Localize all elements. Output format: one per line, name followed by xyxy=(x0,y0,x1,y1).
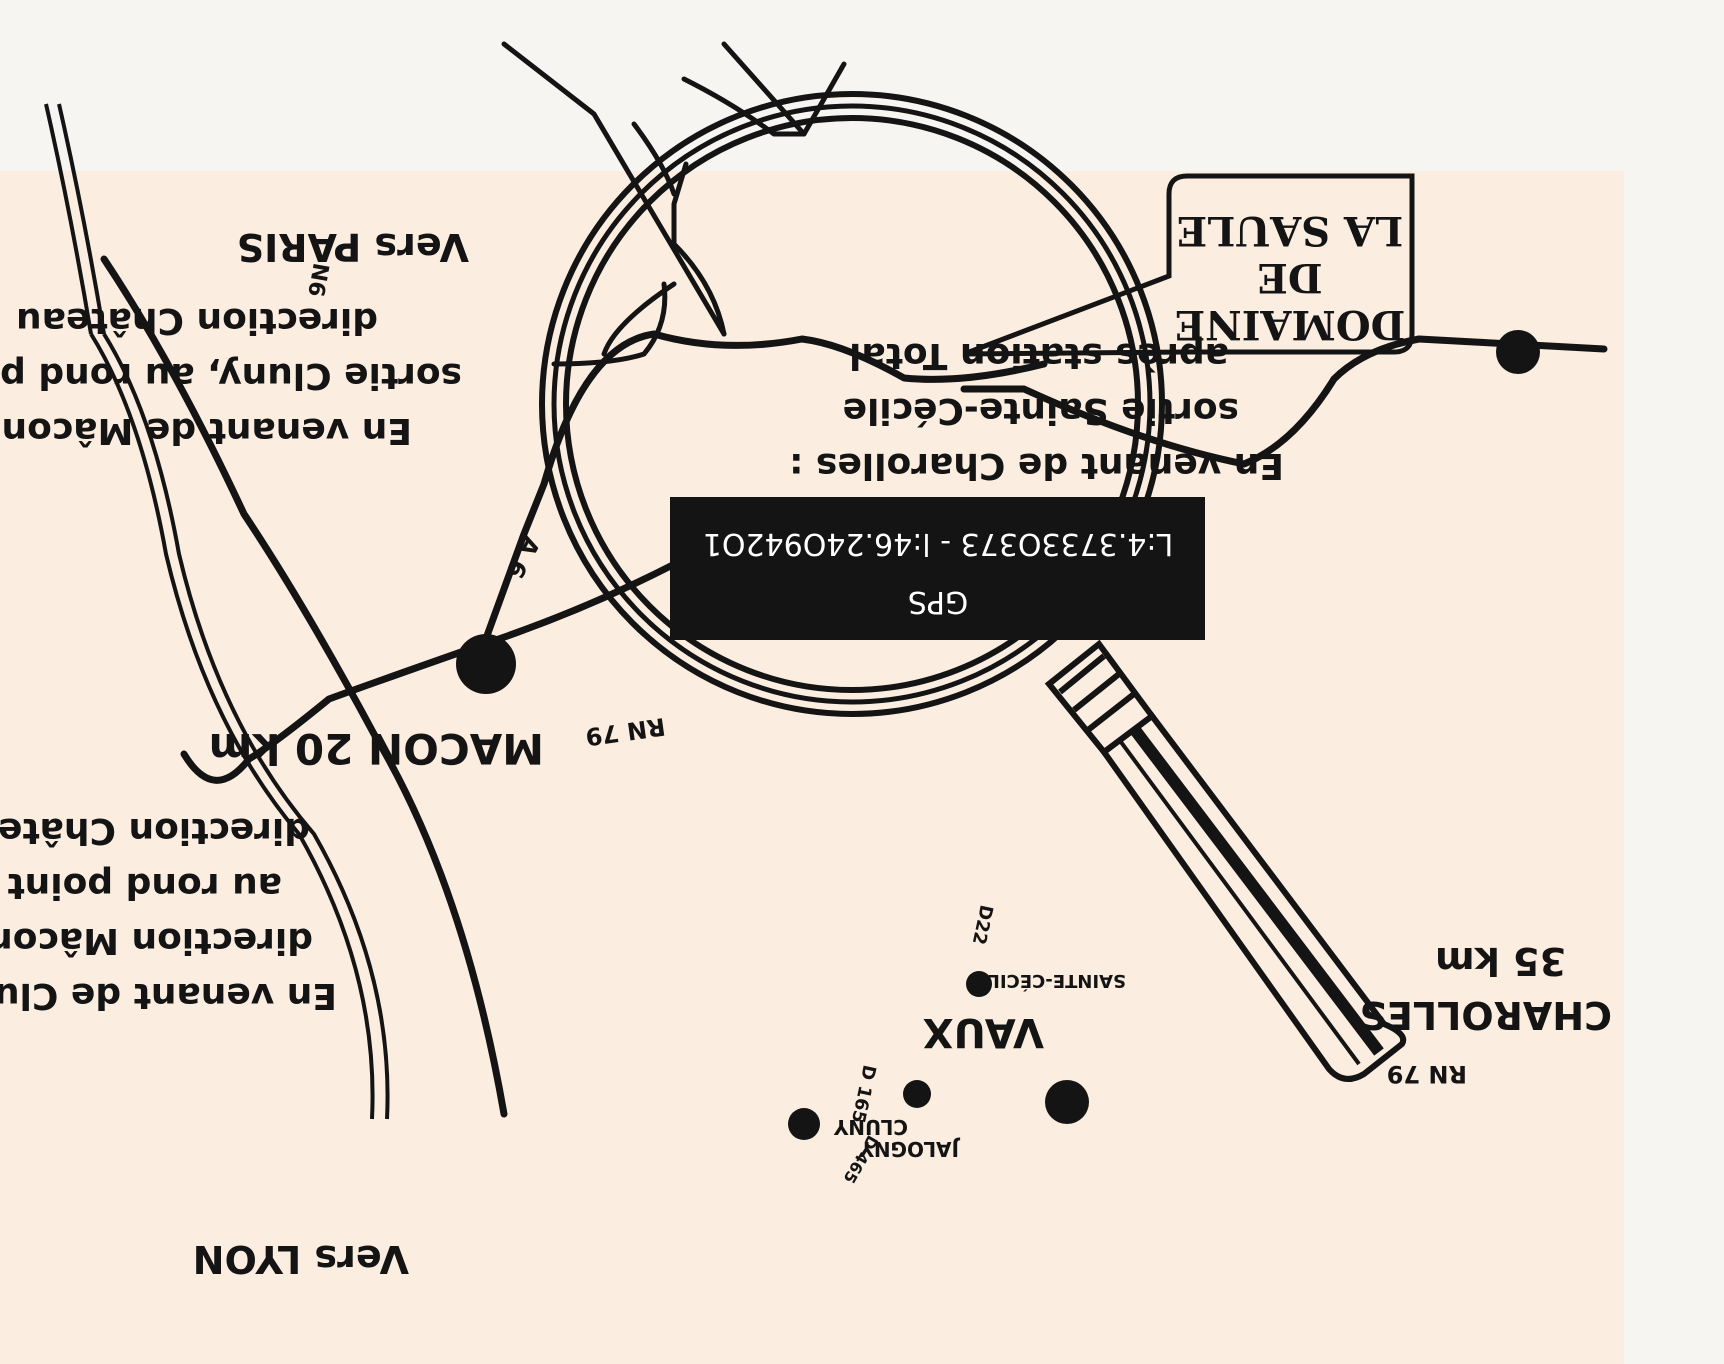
cluny-south-roads xyxy=(721,41,847,137)
directions-charolles-line-1: En venant de Charolles : xyxy=(789,445,1284,486)
directions-macon-line-2: sortie Cluny, au rond point xyxy=(0,355,462,396)
domaine-line-2: DE xyxy=(1257,254,1322,301)
directions-macon-line-3: direction Château xyxy=(16,300,378,341)
d22-road xyxy=(551,281,668,367)
directions-macon: En venant de Mâcon : sortie Cluny, au ro… xyxy=(0,300,462,451)
n6-road-left xyxy=(102,332,390,1120)
vers-lyon-label: Vers LYON xyxy=(193,1237,409,1281)
charolles-km-label: 35 km xyxy=(1435,939,1566,983)
directions-cluny: En venant de Cluny direction Mâcon au ro… xyxy=(0,810,337,1016)
gps-box: GPS L:4.3733O373 - l:46.24O942O1 xyxy=(670,497,1205,640)
card-background xyxy=(0,171,1624,1364)
sainte-cecile-dot xyxy=(966,971,992,997)
directions-cluny-line-2: direction Mâcon xyxy=(0,920,313,961)
domaine-line-3: LA SAULE xyxy=(1177,207,1404,254)
directions-charolles-line-2: sortie Sainte-Cécile xyxy=(843,390,1239,431)
directions-charolles-line-3: après station Total xyxy=(849,335,1229,376)
road-vaux-link xyxy=(601,281,677,357)
directions-cluny-line-3: au rond point xyxy=(7,865,282,906)
magnifier-handle-icon xyxy=(1044,639,1407,1082)
domaine-line-1: DOMAINE xyxy=(1175,301,1406,348)
domaine-callout: DOMAINE DE LA SAULE xyxy=(963,173,1415,357)
vaux-label: VAUX xyxy=(923,1009,1044,1055)
cluny-dot xyxy=(788,1108,820,1140)
macon-label: MACON 20 km xyxy=(209,724,544,773)
n6-road-right xyxy=(89,332,375,1120)
cluny-label: CLUNY xyxy=(833,1115,908,1139)
rn79-west-road xyxy=(180,540,716,784)
d165-spur xyxy=(671,241,727,337)
rn79-east-road xyxy=(960,335,1608,468)
jalogny-label: JALOGNY xyxy=(859,1137,961,1161)
a6-road-left xyxy=(57,103,106,335)
vers-paris-label: Vers PARIS xyxy=(237,225,469,269)
d465-road xyxy=(631,121,689,247)
a6-road-right xyxy=(44,103,93,335)
rn79-a6-connector xyxy=(100,255,508,1118)
jalogny-dot xyxy=(903,1080,931,1108)
sainte-cecile-label: SAINTE-CÉCILE xyxy=(976,970,1126,992)
macon-dot xyxy=(456,634,516,694)
charolles-label: CHAROLLES xyxy=(1360,993,1612,1037)
directions-cluny-line-4: direction Château xyxy=(0,810,310,851)
gps-title: GPS xyxy=(908,584,968,619)
rn79-inner-road xyxy=(475,330,1048,678)
vaux-dot xyxy=(1045,1080,1089,1124)
magnifier-lens-icon xyxy=(539,91,1165,717)
directions-cluny-line-1: En venant de Cluny xyxy=(0,975,337,1016)
gps-coords: L:4.3733O373 - l:46.24O942O1 xyxy=(703,526,1173,561)
d165-road xyxy=(501,41,727,337)
directions-macon-line-1: En venant de Mâcon : xyxy=(0,410,412,451)
directions-charolles: En venant de Charolles : sortie Sainte-C… xyxy=(789,335,1284,486)
cluny-jalogny-road xyxy=(681,76,807,137)
charolles-dot xyxy=(1496,330,1540,374)
n6-label: N6 xyxy=(302,261,332,299)
rn79-east-label: RN 79 xyxy=(1387,1060,1467,1088)
